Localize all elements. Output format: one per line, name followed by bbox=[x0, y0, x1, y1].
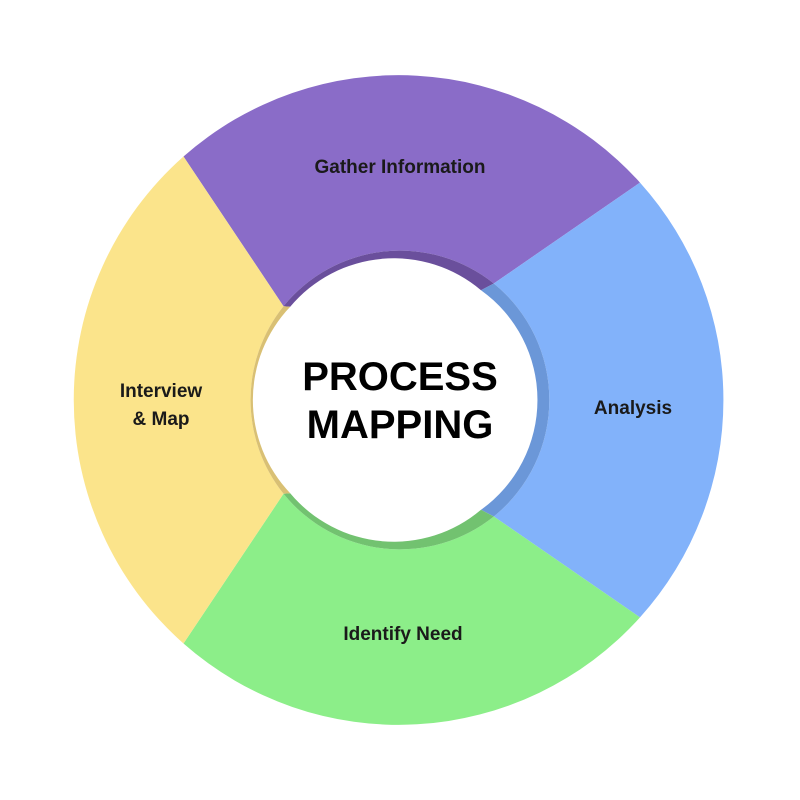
label-interview-map-line1: Interview bbox=[120, 381, 203, 402]
segment-identify-need bbox=[183, 493, 640, 725]
label-interview-map-line2: & Map bbox=[133, 409, 190, 430]
center-title-line1: PROCESS bbox=[302, 355, 498, 399]
segment-gather-information bbox=[183, 75, 640, 307]
label-gather-information: Gather Information bbox=[314, 157, 485, 178]
inner-ring-identify-need bbox=[283, 493, 494, 550]
segment-analysis bbox=[493, 182, 724, 618]
center-title-line2: MAPPING bbox=[307, 403, 494, 447]
inner-ring-interview-map bbox=[250, 306, 291, 494]
center-circle bbox=[270, 270, 530, 530]
segment-interview-map bbox=[73, 156, 284, 644]
label-identify-need: Identify Need bbox=[343, 624, 462, 645]
label-analysis: Analysis bbox=[594, 398, 672, 419]
inner-ring-gather-information bbox=[283, 250, 494, 307]
inner-ring-analysis bbox=[481, 283, 550, 517]
